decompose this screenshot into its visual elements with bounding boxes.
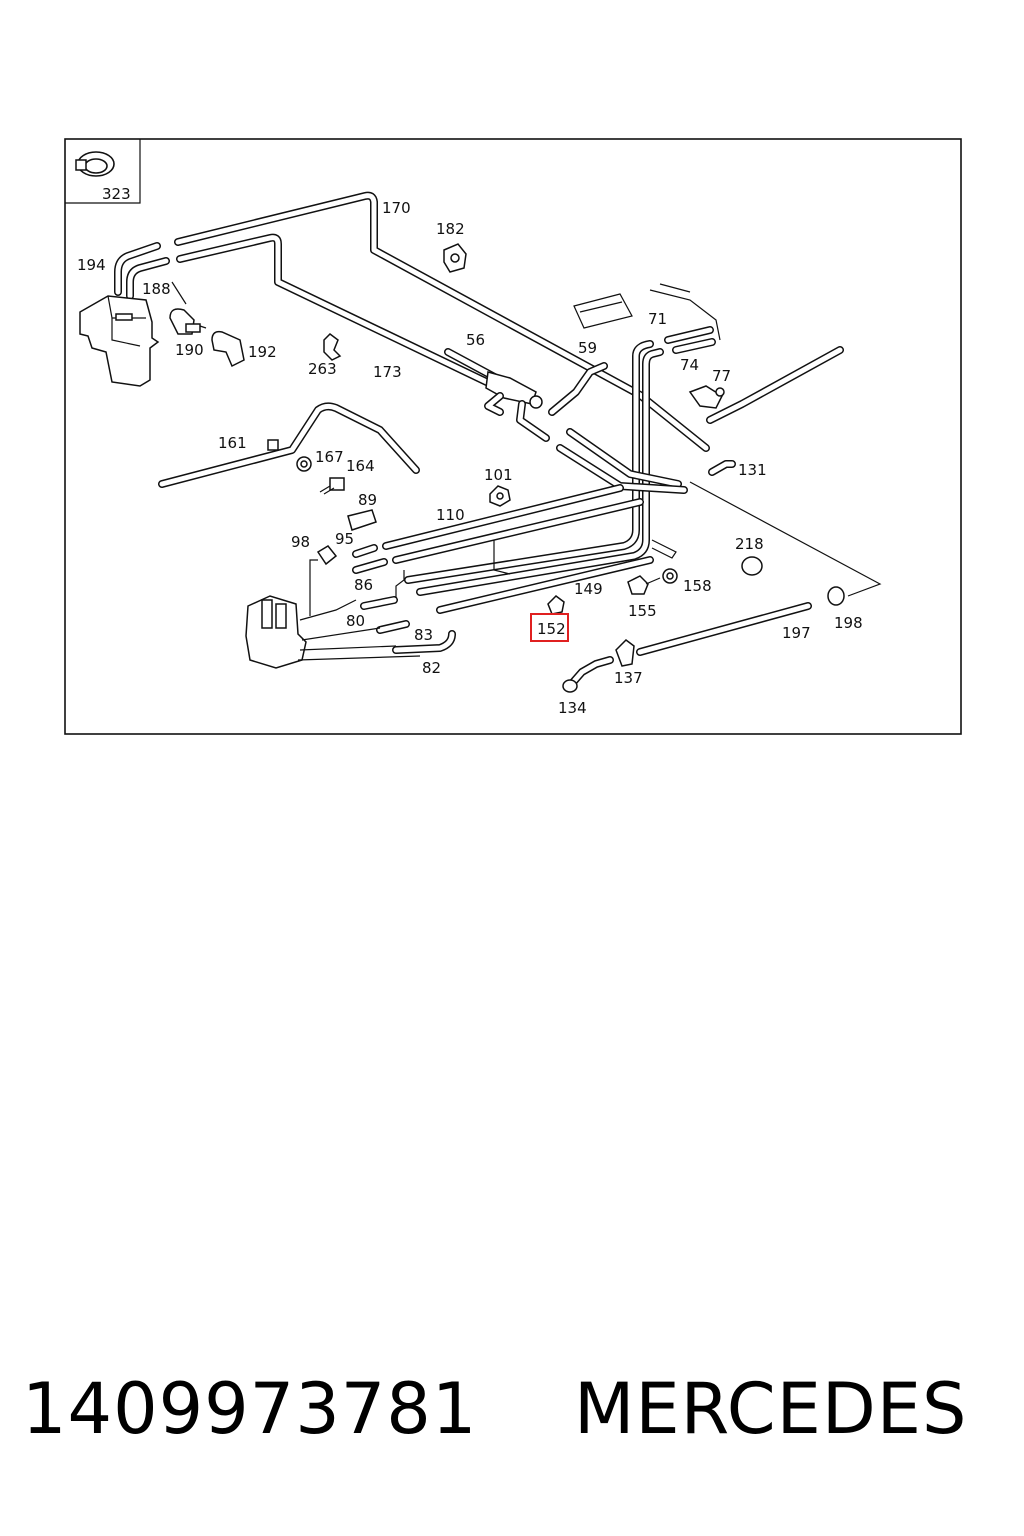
callout-label-182: 182 (436, 220, 465, 238)
clip-152-icon (547, 595, 565, 615)
brand-name: MERCEDES (574, 1368, 968, 1450)
callout-label-83: 83 (414, 626, 433, 644)
hose-80-icon (360, 596, 398, 610)
clip-190-icon (169, 308, 207, 335)
callout-label-89: 89 (358, 491, 377, 509)
footer: 1409973781 MERCEDES (0, 1368, 1024, 1468)
washer-158-icon (662, 568, 678, 584)
clamp-198-icon (827, 586, 845, 606)
pipe-bundle-icon (404, 340, 688, 596)
callout-label-59: 59 (578, 339, 597, 357)
inset-box (65, 139, 141, 204)
callout-label-170: 170 (382, 199, 411, 217)
callout-label-134: 134 (558, 699, 587, 717)
callout-label-323: 323 (102, 185, 131, 203)
callout-label-71: 71 (648, 310, 667, 328)
callout-label-110: 110 (436, 506, 465, 524)
callout-label-263: 263 (308, 360, 337, 378)
clip-263-icon (323, 333, 342, 361)
callout-label-192: 192 (248, 343, 277, 361)
connector-89-icon (347, 509, 377, 531)
hose-83-icon (376, 620, 410, 634)
washer-167-icon (296, 456, 312, 472)
pipe-77-icon (706, 346, 844, 424)
callout-label-149: 149 (574, 580, 603, 598)
callout-label-197: 197 (782, 624, 811, 642)
callout-label-188: 188 (142, 280, 171, 298)
callout-label-158: 158 (683, 577, 712, 595)
clamp-323-icon (75, 151, 115, 177)
callout-label-152: 152 (537, 620, 566, 638)
clip-77-icon (688, 385, 725, 409)
bolt-155-icon (627, 575, 661, 595)
callout-label-80: 80 (346, 612, 365, 630)
clamp-137-icon (615, 639, 635, 667)
callout-label-131: 131 (738, 461, 767, 479)
pump-block-icon (245, 559, 421, 669)
hose-95-icon (352, 544, 378, 558)
plug-218-icon (741, 556, 763, 576)
hose-59-icon (548, 362, 608, 416)
valve-56-icon (444, 348, 550, 442)
diagram-frame (64, 138, 962, 735)
pipe-197-icon (636, 602, 812, 656)
callout-label-98: 98 (291, 533, 310, 551)
pipe-173-icon (176, 233, 524, 402)
callout-label-95: 95 (335, 530, 354, 548)
part-number: 1409973781 (22, 1368, 478, 1450)
clamp-98-icon (316, 545, 338, 566)
callout-label-155: 155 (628, 602, 657, 620)
clip-192-icon (211, 330, 245, 368)
hose-134-icon (562, 656, 614, 693)
callout-label-164: 164 (346, 457, 375, 475)
callout-label-161: 161 (218, 434, 247, 452)
connector-131-icon (708, 460, 736, 476)
hose-71-icon (664, 326, 716, 354)
callout-label-56: 56 (466, 331, 485, 349)
pipe-170-icon (174, 191, 710, 452)
hose-82-icon (392, 630, 456, 654)
pipe-161-icon (158, 402, 420, 488)
callout-label-194: 194 (77, 256, 106, 274)
clip-182-icon (443, 243, 467, 273)
bracket-71-icon (573, 283, 721, 341)
callout-label-173: 173 (373, 363, 402, 381)
parts-diagram: 323 170 182 194 188 190 192 263 173 56 59 71 74 77 161… (64, 138, 962, 735)
pipe-110-icon (382, 484, 644, 564)
callout-label-190: 190 (175, 341, 204, 359)
reservoir-icon (79, 295, 160, 387)
callout-label-137: 137 (614, 669, 643, 687)
callout-label-77: 77 (712, 367, 731, 385)
hose-86-icon (352, 558, 388, 574)
nut-101-icon (489, 485, 511, 507)
highlight-box (530, 613, 569, 642)
callout-label-167: 167 (315, 448, 344, 466)
pipe-149-icon (436, 556, 654, 614)
callout-label-198: 198 (834, 614, 863, 632)
callout-label-218: 218 (735, 535, 764, 553)
callout-label-82: 82 (422, 659, 441, 677)
callout-label-101: 101 (484, 466, 513, 484)
callout-label-86: 86 (354, 576, 373, 594)
bolt-164-icon (319, 477, 345, 495)
callout-label-74: 74 (680, 356, 699, 374)
callout-labels: 323 170 182 194 188 190 192 263 173 56 59 71 74 77 161… (77, 185, 863, 717)
hose-194-icon (114, 242, 170, 300)
